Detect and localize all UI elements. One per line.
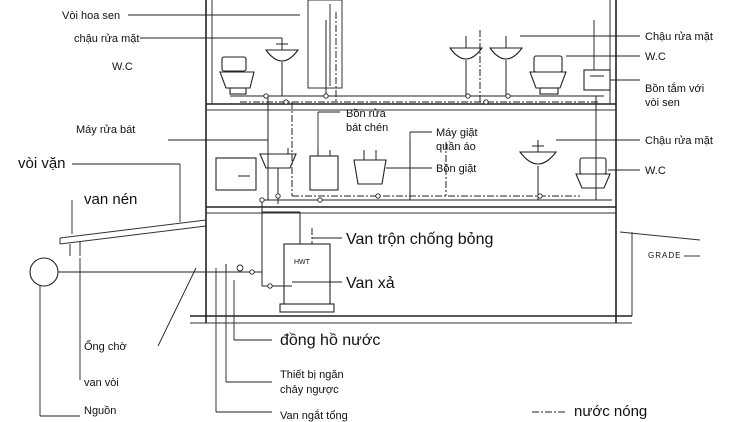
label-wc-top-left: W.C [112,61,133,73]
labels: Vòi hoa sen chậu rửa mặt W.C Chậu rửa mặ… [18,10,713,422]
valve-dots [236,93,543,289]
label-sink-line2: bát chén [346,122,388,134]
label-washbasin-mid-right: Chậu rửa mặt [645,135,713,147]
label-source: Nguồn [84,405,116,417]
fixtures: HWT [29,36,611,313]
leader-lines [39,14,700,417]
wc-top-right-symbol [529,55,567,95]
label-laundry-tub: Bồn giặt [436,163,476,175]
building-structure [59,0,701,324]
label-wc-top-right: W.C [645,51,666,63]
dishwasher-symbol [215,157,257,191]
label-stub-pipe: Ống chờ [84,339,127,353]
wc-mid-right-symbol [575,157,611,189]
washing-machine-symbol [309,150,339,191]
label-wc-mid-right: W.C [645,165,666,177]
laundry-tub-symbol [353,150,387,185]
legend-hot-water-label: nước nóng [574,403,647,420]
legend: nước nóng [532,403,647,420]
label-dishwasher: Máy rửa bát [76,124,135,136]
kitchen-sink-symbol [259,148,297,204]
label-bathtub-line1: Bồn tắm với [645,82,704,95]
label-washbasin-top-right: Chậu rửa mặt [645,31,713,43]
washbasin-mid-right-symbol [518,140,558,200]
label-washing-machine-line1: Máy giặt [436,127,478,139]
bathtub-symbol [583,69,611,91]
label-mixing-valve: Van trộn chống bỏng [346,231,493,248]
wc-top-left-symbol [219,56,255,95]
water-heater-symbol: HWT [279,243,335,313]
label-main-shutoff: Van ngắt tổng [280,409,348,422]
washbasins-top-right-symbol [448,36,524,96]
label-curb-valve: van vòi [84,377,119,389]
label-bathtub-line2: vòi sen [645,97,680,109]
hot-water-pipes [240,12,600,244]
washbasin-top-left-symbol [264,38,300,96]
label-drain-valve: Van xả [346,275,395,292]
label-hose-bibb: vòi vặn [18,155,66,172]
label-sink-line1: Bồn rửa [346,108,387,120]
water-source-meter-symbol [29,257,59,287]
label-water-meter: đồng hồ nước [280,332,380,349]
water-heater-label: HWT [294,259,311,266]
label-backflow-line1: Thiết bị ngăn [280,369,344,381]
label-washbasin-top-left: chậu rửa mặt [74,33,139,45]
label-grade: GRADE [648,251,681,260]
label-shower-faucet: Vòi hoa sen [62,10,120,22]
label-washing-machine-line2: quần áo [436,141,476,153]
label-backflow-line2: chảy ngược [280,384,339,396]
label-compression-valve: van nén [84,191,137,208]
